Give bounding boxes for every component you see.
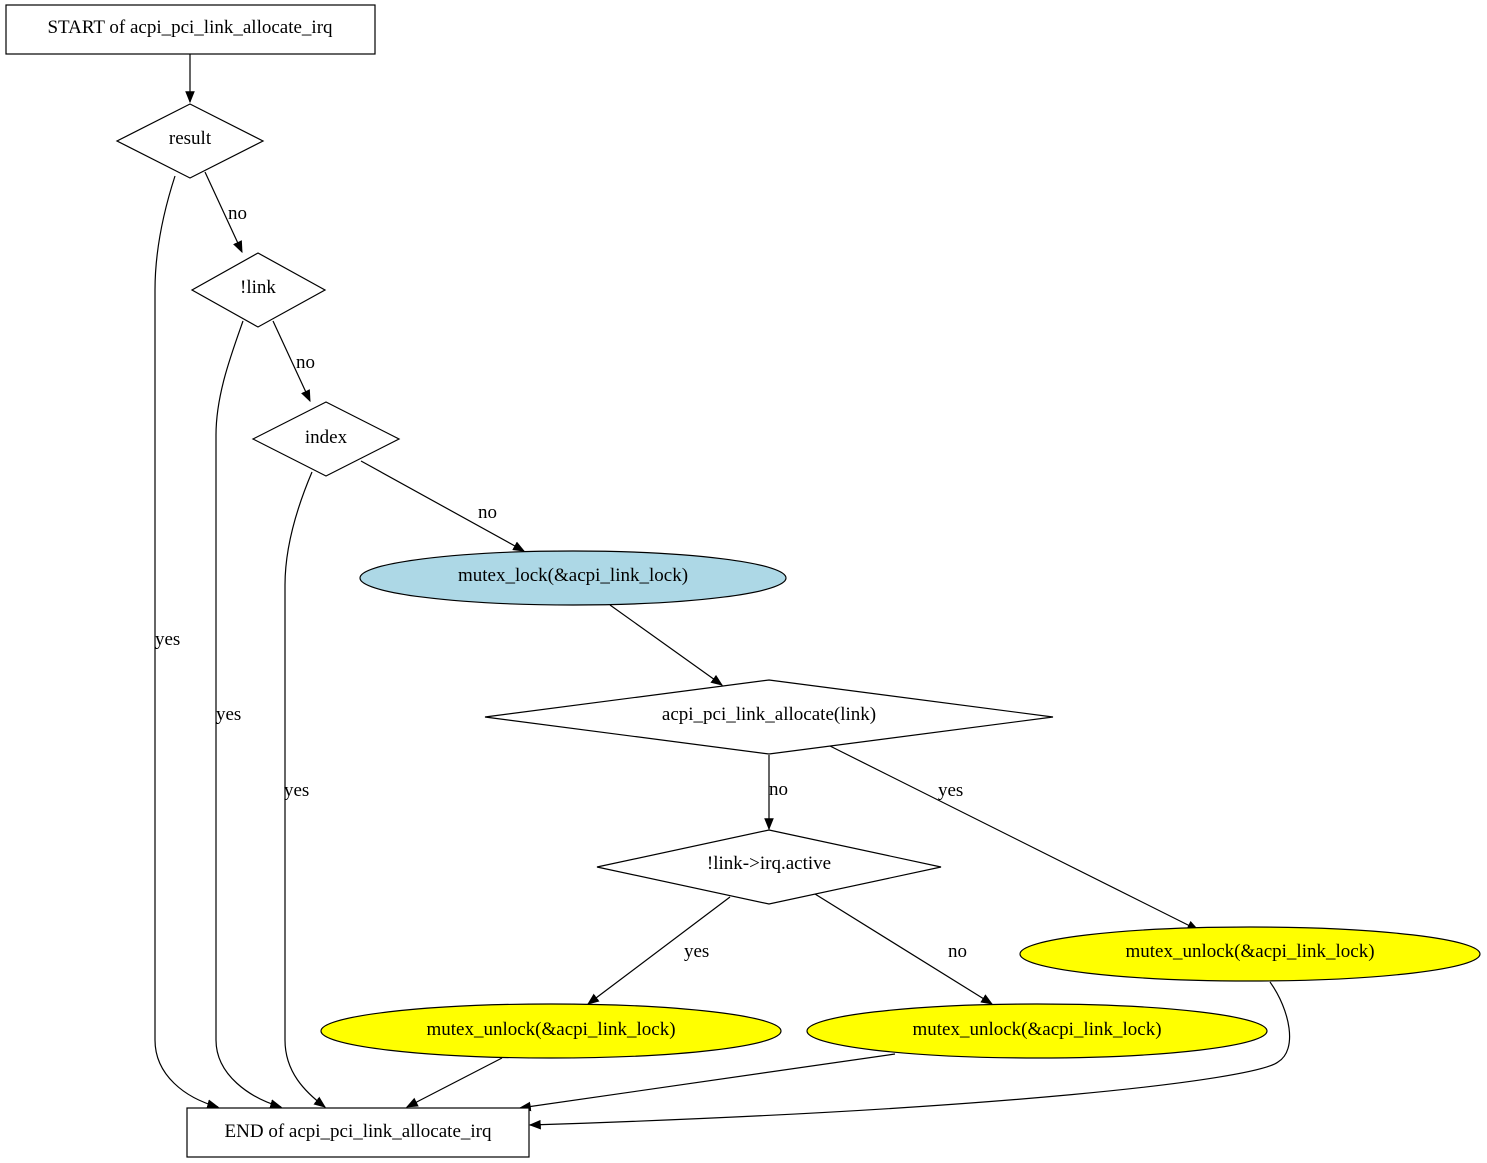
edge-lock-to-allocate xyxy=(609,604,723,686)
decision-result-label: result xyxy=(169,128,212,149)
end-node-label: END of acpi_pci_link_allocate_irq xyxy=(225,1121,492,1142)
edge-label-link-yes: yes xyxy=(216,704,241,725)
decision-not-link-label: !link xyxy=(240,277,276,298)
edge-label-result-no: no xyxy=(228,203,247,224)
edge-active-no xyxy=(814,893,994,1005)
edge-link-no xyxy=(272,320,311,403)
decision-result: result xyxy=(115,103,265,179)
start-node-label: START of acpi_pci_link_allocate_irq xyxy=(47,17,333,38)
edge-active-yes xyxy=(587,896,731,1005)
edge-label-index-no: no xyxy=(478,502,497,523)
edge-unlock-left-to-end xyxy=(405,1057,503,1108)
edge-label-result-yes: yes xyxy=(155,629,180,650)
decision-allocate-label: acpi_pci_link_allocate(link) xyxy=(662,704,876,725)
edge-unlock-mid-to-end xyxy=(518,1053,896,1112)
mutex-unlock-mid-label: mutex_unlock(&acpi_link_lock) xyxy=(912,1019,1161,1040)
edge-label-active-yes: yes xyxy=(684,941,709,962)
start-node: START of acpi_pci_link_allocate_irq xyxy=(5,4,376,55)
edge-label-active-no: no xyxy=(948,941,967,962)
mutex-unlock-mid-node: mutex_unlock(&acpi_link_lock) xyxy=(806,1003,1268,1059)
mutex-unlock-left-node: mutex_unlock(&acpi_link_lock) xyxy=(320,1003,782,1059)
decision-irq-active-label: !link->irq.active xyxy=(707,853,831,874)
edge-label-index-yes: yes xyxy=(284,780,309,801)
mutex-unlock-left-label: mutex_unlock(&acpi_link_lock) xyxy=(426,1019,675,1040)
decision-index: index xyxy=(251,401,401,477)
edge-label-allocate-yes: yes xyxy=(938,780,963,801)
decision-not-link: !link xyxy=(190,252,327,328)
edge-result-no xyxy=(204,171,243,254)
mutex-unlock-right-label: mutex_unlock(&acpi_link_lock) xyxy=(1125,941,1374,962)
edge-link-yes xyxy=(215,320,283,1109)
edge-index-yes xyxy=(284,471,326,1108)
end-node: END of acpi_pci_link_allocate_irq xyxy=(186,1107,530,1158)
decision-irq-active: !link->irq.active xyxy=(596,829,942,905)
decision-allocate: acpi_pci_link_allocate(link) xyxy=(484,679,1054,755)
mutex-unlock-right-node: mutex_unlock(&acpi_link_lock) xyxy=(1019,926,1481,982)
edge-allocate-yes xyxy=(827,744,1200,931)
decision-index-label: index xyxy=(305,427,348,448)
edge-index-no xyxy=(360,460,526,552)
edge-label-allocate-no: no xyxy=(769,779,788,800)
mutex-lock-label: mutex_lock(&acpi_link_lock) xyxy=(458,565,688,586)
mutex-lock-node: mutex_lock(&acpi_link_lock) xyxy=(359,550,787,606)
edge-unlock-right-to-end xyxy=(528,981,1291,1130)
edge-result-yes xyxy=(154,175,220,1109)
edge-label-link-no: no xyxy=(296,352,315,373)
